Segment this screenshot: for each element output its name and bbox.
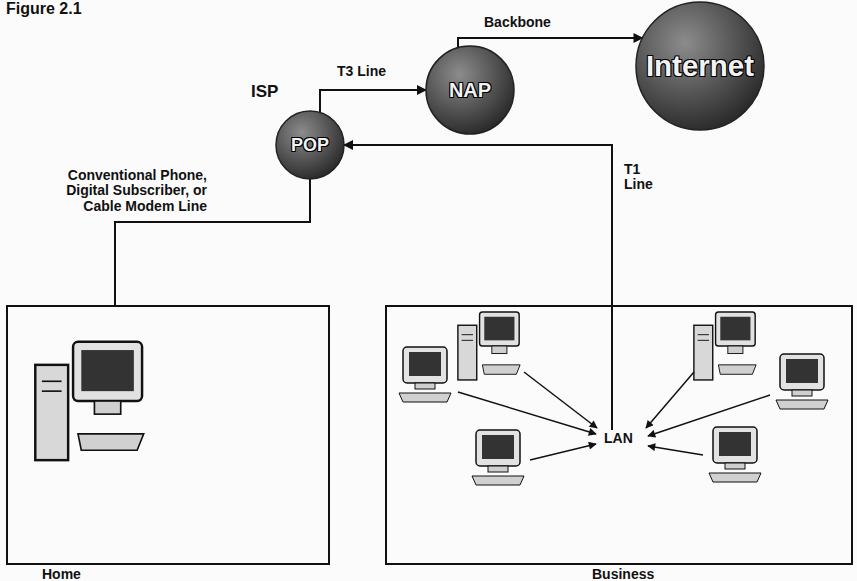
network-circle: ISPPOP — [275, 110, 345, 180]
lan-link — [646, 372, 694, 428]
line-label: Backbone — [482, 15, 553, 30]
lan-link — [648, 446, 703, 455]
node-heading: ISP — [251, 82, 278, 102]
line-label: T3 Line — [335, 64, 388, 79]
line-label: Conventional Phone, Digital Subscriber, … — [45, 168, 209, 214]
connector-line — [320, 90, 426, 113]
network-circle: NAP — [425, 45, 515, 135]
circle-shape — [276, 111, 344, 179]
home-computer — [35, 342, 143, 460]
business-computer — [694, 312, 756, 380]
business-computer — [776, 354, 828, 409]
node-label: NAP — [449, 79, 491, 102]
lan-link — [458, 392, 596, 434]
lan-link — [530, 444, 596, 460]
figure-title: Figure 2.1 — [6, 0, 82, 18]
business-computer — [399, 347, 451, 402]
circle-shape — [426, 46, 514, 134]
network-label-box: LAN — [602, 430, 635, 446]
site-label: Business — [592, 566, 654, 581]
site-box: Home — [6, 305, 330, 565]
business-computer — [458, 312, 520, 380]
site-box: BusinessLAN — [385, 305, 853, 565]
business-computer — [472, 430, 524, 485]
circle-shape — [636, 2, 764, 130]
lan-link — [524, 372, 597, 428]
node-label: Internet — [646, 49, 754, 83]
site-label: Home — [42, 566, 81, 581]
connector-line — [458, 38, 643, 48]
node-label: POP — [291, 135, 329, 156]
line-label: T1 Line — [622, 162, 666, 193]
network-circle: Internet — [635, 1, 765, 131]
node-label: LAN — [604, 430, 633, 446]
lan-link — [648, 395, 770, 436]
business-computer — [709, 427, 761, 482]
